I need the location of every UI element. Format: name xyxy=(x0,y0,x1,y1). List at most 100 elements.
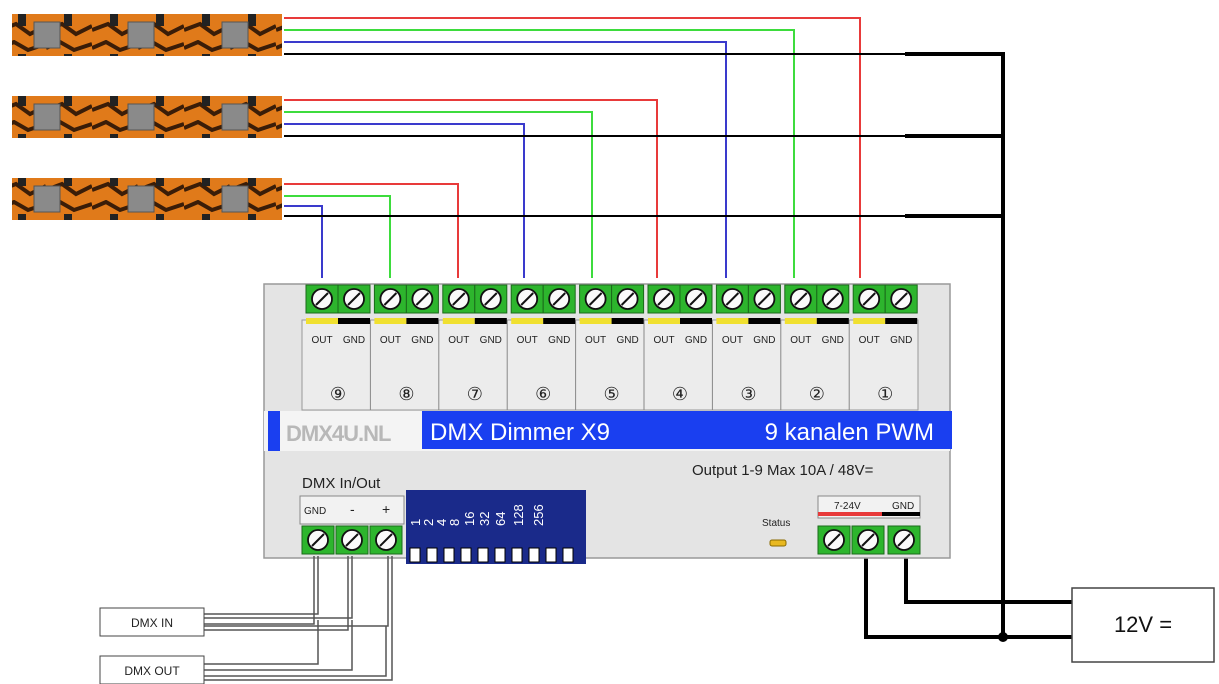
terminal-gnd-6 xyxy=(542,284,576,314)
banner-accent xyxy=(268,411,280,451)
terminal-gnd-3 xyxy=(747,284,781,314)
dip-switch-toggle[interactable] xyxy=(477,547,489,563)
channel-gnd-label: GND xyxy=(480,335,502,346)
channel-gnd-label: GND xyxy=(685,335,707,346)
led-strip-1 xyxy=(12,14,282,56)
gnd-marker xyxy=(338,318,370,324)
channel-out-label: OUT xyxy=(653,335,674,346)
gnd-marker xyxy=(680,318,712,324)
channel-out-label: OUT xyxy=(790,335,811,346)
power-terminal-2 xyxy=(851,525,885,555)
dip-value-label: 8 xyxy=(447,519,462,526)
dmx-pin-header xyxy=(299,495,405,525)
dip-value-label: 256 xyxy=(531,504,546,526)
out-marker xyxy=(306,318,338,324)
terminal-gnd-4 xyxy=(679,284,713,314)
terminal-out-9 xyxy=(305,284,339,314)
terminal-out-2 xyxy=(784,284,818,314)
terminal-gnd-5 xyxy=(611,284,645,314)
terminal-out-8 xyxy=(373,284,407,314)
channel-number: ⑧ xyxy=(398,384,414,405)
channel-gnd-label: GND xyxy=(890,335,912,346)
junction-dot xyxy=(998,632,1008,642)
device-subtitle: 9 kanalen PWM xyxy=(765,419,934,446)
gnd-marker xyxy=(543,318,576,324)
dip-switch-toggle[interactable] xyxy=(494,547,506,563)
power-plus-marker xyxy=(818,512,882,516)
gnd-marker xyxy=(474,318,507,324)
dip-switch-toggle[interactable] xyxy=(409,547,421,563)
dip-value-label: 32 xyxy=(477,512,492,526)
power-supply-label: 12V = xyxy=(1114,612,1172,637)
status-led xyxy=(769,539,787,547)
out-marker xyxy=(374,318,407,324)
out-marker xyxy=(648,318,680,324)
channel-out-label: OUT xyxy=(311,335,332,346)
dip-switch-toggle[interactable] xyxy=(562,547,574,563)
dmx-out-box xyxy=(99,655,205,684)
dmx-terminal-2 xyxy=(335,525,369,555)
channel-out-label: OUT xyxy=(722,335,743,346)
dmx-wires xyxy=(204,556,393,681)
out-marker xyxy=(853,318,886,324)
channel-gnd-label: GND xyxy=(548,335,570,346)
dmx-terminal-3 xyxy=(369,525,403,555)
power-rail xyxy=(864,52,1072,639)
dip-value-label: 1 xyxy=(408,519,423,526)
channel-gnd-label: GND xyxy=(616,335,638,346)
dip-value-label: 4 xyxy=(434,519,449,526)
terminal-out-4 xyxy=(647,284,681,314)
terminal-out-1 xyxy=(852,284,886,314)
power-terminal-3 xyxy=(887,525,921,555)
channel-number: ③ xyxy=(740,384,756,405)
dmx-terminal-1 xyxy=(301,525,335,555)
dip-switch-toggle[interactable] xyxy=(426,547,438,563)
power-gnd-marker xyxy=(882,512,920,516)
channel-number: ④ xyxy=(672,384,688,405)
power-gnd-label: GND xyxy=(892,501,914,512)
out-marker xyxy=(784,318,817,324)
power-terminal-1 xyxy=(817,525,851,555)
dip-value-label: 64 xyxy=(493,512,508,526)
channel-out-label: OUT xyxy=(517,335,538,346)
channel-number: ⑥ xyxy=(535,384,551,405)
dip-switch-toggle[interactable] xyxy=(528,547,540,563)
dmx-pin-plus: + xyxy=(382,501,390,517)
led-strip-3 xyxy=(12,178,282,220)
channel-number: ⑤ xyxy=(604,384,620,405)
gnd-marker xyxy=(748,318,781,324)
dmx-section-label: DMX In/Out xyxy=(302,475,381,492)
channel-number: ① xyxy=(877,384,893,405)
strip3-wires xyxy=(284,183,1003,278)
dip-switch-toggle[interactable] xyxy=(443,547,455,563)
dmx-in-label: DMX IN xyxy=(131,616,173,630)
terminal-out-6 xyxy=(510,284,544,314)
dmx-in-box xyxy=(99,607,205,637)
dip-switch-toggle[interactable] xyxy=(511,547,523,563)
out-marker xyxy=(442,318,475,324)
channel-gnd-label: GND xyxy=(343,335,365,346)
channel-gnd-label: GND xyxy=(411,335,433,346)
strip1-wires xyxy=(284,17,1003,278)
out-marker xyxy=(716,318,749,324)
channel-out-label: OUT xyxy=(859,335,880,346)
brand-logo: DMX4U.NL xyxy=(286,421,391,446)
dmx-pin-gnd: GND xyxy=(304,506,326,517)
terminal-out-5 xyxy=(579,284,613,314)
title-banner xyxy=(422,411,952,449)
dip-switch-toggle[interactable] xyxy=(460,547,472,563)
dmx-pin-minus: - xyxy=(350,501,355,517)
dip-value-label: 128 xyxy=(511,504,526,526)
terminal-out-7 xyxy=(442,284,476,314)
out-marker xyxy=(579,318,612,324)
gnd-marker xyxy=(885,318,918,324)
dip-value-label: 16 xyxy=(462,512,477,526)
dip-value-label: 2 xyxy=(421,519,436,526)
gnd-marker xyxy=(406,318,439,324)
status-label: Status xyxy=(762,518,790,529)
dip-switch-toggle[interactable] xyxy=(545,547,557,563)
terminal-gnd-7 xyxy=(474,284,508,314)
device-title: DMX Dimmer X9 xyxy=(430,419,610,446)
